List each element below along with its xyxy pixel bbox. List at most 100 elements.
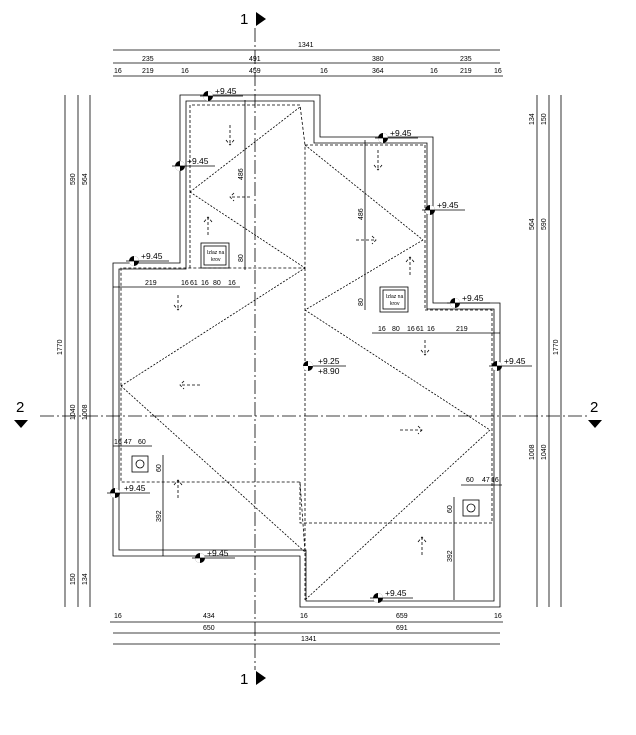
chimney-a	[131, 455, 149, 473]
svg-text:2: 2	[590, 399, 598, 416]
svg-text:486: 486	[358, 208, 365, 220]
svg-text:564: 564	[529, 218, 536, 230]
svg-text:47: 47	[124, 439, 132, 446]
svg-text:16: 16	[228, 280, 236, 287]
svg-text:47: 47	[482, 477, 490, 484]
svg-text:+9.45: +9.45	[462, 293, 484, 303]
dimensions-top: 1341 235 491 380 235 219 459 364 219 16 …	[113, 42, 503, 77]
svg-text:16: 16	[201, 280, 209, 287]
roof-outline-outer	[112, 94, 501, 608]
dimensions-right: 134 564 1008 150 590 1040 1770	[529, 95, 562, 607]
svg-text:+9.45: +9.45	[390, 128, 412, 138]
svg-text:+9.45: +9.45	[385, 588, 407, 598]
svg-text:80: 80	[358, 298, 365, 306]
svg-text:134: 134	[82, 573, 89, 585]
svg-text:1040: 1040	[70, 404, 77, 420]
level-marker-center: +9.25+8.90	[303, 356, 346, 376]
roof-exit-hatch-b: Izlaz na krov	[379, 286, 409, 313]
svg-text:60: 60	[466, 477, 474, 484]
svg-text:564: 564	[82, 173, 89, 185]
section-marker-top: 1	[240, 11, 266, 28]
dimensions-inner: 486 486 80 80 219 16 61 16 80 16 16 80 1…	[113, 100, 502, 600]
svg-text:16: 16	[494, 613, 502, 620]
svg-text:+9.45: +9.45	[187, 156, 209, 166]
svg-text:486: 486	[238, 168, 245, 180]
svg-text:61: 61	[416, 326, 424, 333]
svg-text:590: 590	[70, 173, 77, 185]
svg-text:80: 80	[238, 254, 245, 262]
svg-text:16: 16	[114, 613, 122, 620]
roof-outline-inner	[118, 100, 495, 602]
svg-text:219: 219	[460, 68, 472, 75]
svg-text:60: 60	[156, 464, 163, 472]
svg-text:krov: krov	[390, 301, 400, 307]
svg-text:Izlaz na: Izlaz na	[386, 294, 403, 300]
svg-text:krov: krov	[211, 257, 221, 263]
svg-text:16: 16	[181, 280, 189, 287]
roof-exit-hatch-a: Izlaz na krov	[200, 242, 230, 269]
svg-text:1: 1	[240, 671, 248, 688]
svg-text:+9.45: +9.45	[215, 86, 237, 96]
svg-text:16: 16	[320, 68, 328, 75]
svg-text:16: 16	[407, 326, 415, 333]
svg-text:1008: 1008	[82, 404, 89, 420]
svg-text:+9.45: +9.45	[504, 356, 526, 366]
svg-text:659: 659	[396, 613, 408, 620]
svg-text:+9.45: +9.45	[437, 200, 459, 210]
svg-text:16: 16	[494, 68, 502, 75]
svg-text:61: 61	[190, 280, 198, 287]
svg-text:+9.25: +9.25	[318, 356, 340, 366]
section-marker-left: 2	[14, 399, 28, 428]
svg-text:16: 16	[491, 477, 499, 484]
svg-text:16: 16	[378, 326, 386, 333]
svg-text:235: 235	[142, 56, 154, 63]
svg-text:+9.45: +9.45	[141, 251, 163, 261]
svg-text:1341: 1341	[301, 636, 317, 643]
svg-text:1770: 1770	[57, 339, 64, 355]
svg-text:380: 380	[372, 56, 384, 63]
svg-text:16: 16	[114, 68, 122, 75]
section-marker-bottom: 1	[240, 671, 266, 688]
svg-text:392: 392	[156, 510, 163, 522]
svg-text:1770: 1770	[553, 339, 560, 355]
svg-text:590: 590	[541, 218, 548, 230]
svg-text:459: 459	[249, 68, 261, 75]
svg-text:1040: 1040	[541, 444, 548, 460]
svg-text:16: 16	[430, 68, 438, 75]
svg-text:150: 150	[541, 113, 548, 125]
svg-text:80: 80	[392, 326, 400, 333]
svg-text:134: 134	[529, 113, 536, 125]
roof-plane-dashed-a	[120, 104, 306, 553]
svg-text:16: 16	[181, 68, 189, 75]
svg-text:16: 16	[114, 439, 122, 446]
svg-text:219: 219	[145, 280, 157, 287]
svg-text:16: 16	[300, 613, 308, 620]
level-markers: +9.45 +9.45 +9.45 +9.45 +9.45 +9.45 +9.4…	[107, 86, 532, 603]
slope-arrows	[173, 125, 430, 555]
svg-text:219: 219	[142, 68, 154, 75]
svg-text:392: 392	[447, 550, 454, 562]
svg-text:1341: 1341	[298, 42, 314, 49]
section-marker-right: 2	[588, 399, 602, 428]
svg-text:691: 691	[396, 625, 408, 632]
svg-text:Izlaz na: Izlaz na	[207, 250, 224, 256]
svg-text:434: 434	[203, 613, 215, 620]
svg-text:235: 235	[460, 56, 472, 63]
svg-text:+9.45: +9.45	[124, 483, 146, 493]
svg-text:150: 150	[70, 573, 77, 585]
svg-text:60: 60	[447, 505, 454, 513]
svg-text:1: 1	[240, 11, 248, 28]
svg-text:16: 16	[427, 326, 435, 333]
chimney-b	[462, 499, 480, 517]
svg-text:1008: 1008	[529, 444, 536, 460]
svg-text:491: 491	[249, 56, 261, 63]
svg-text:650: 650	[203, 625, 215, 632]
svg-text:+8.90: +8.90	[318, 366, 340, 376]
svg-text:60: 60	[138, 439, 146, 446]
svg-text:364: 364	[372, 68, 384, 75]
dimensions-left: 1770 590 1040 150 564 1008 134	[57, 95, 91, 607]
svg-text:80: 80	[213, 280, 221, 287]
svg-text:2: 2	[16, 399, 24, 416]
svg-text:219: 219	[456, 326, 468, 333]
